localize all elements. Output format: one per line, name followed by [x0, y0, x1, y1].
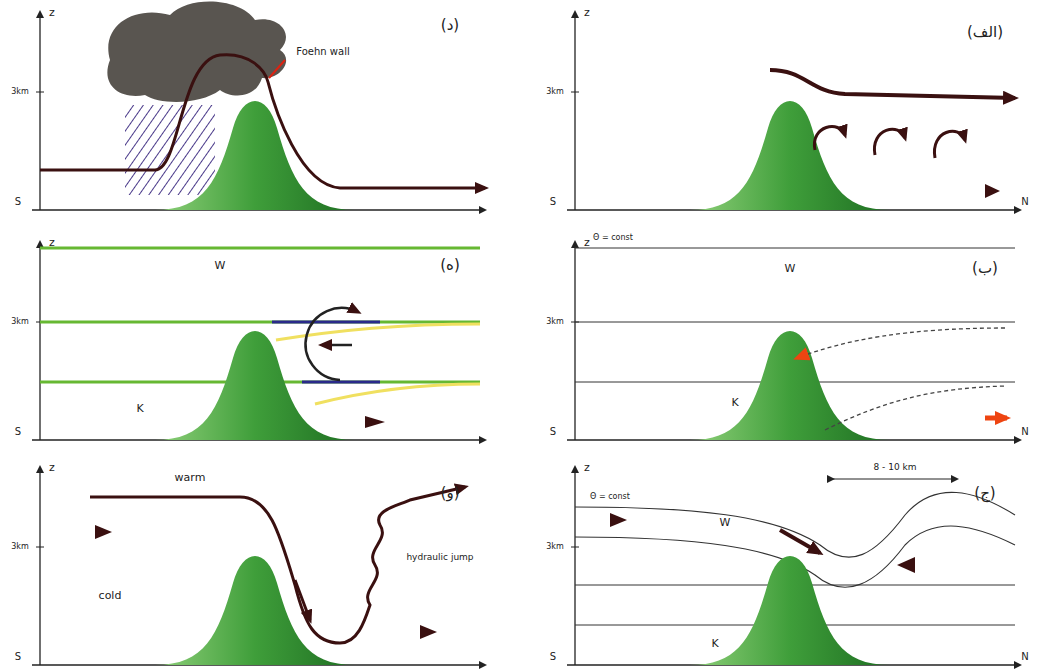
height-tick: 3km — [546, 318, 564, 326]
layer-label: K — [711, 638, 718, 649]
axis-label: S — [15, 197, 21, 207]
layer-label: K — [731, 397, 738, 408]
height-tick: 3km — [11, 88, 29, 96]
axis-label: z — [584, 462, 590, 473]
panel-letter: (الف) — [967, 25, 1003, 40]
axis-label: z — [49, 237, 55, 248]
axis-label: S — [550, 652, 556, 662]
panel-letter: (و) — [441, 486, 460, 501]
air-mass-label: warm — [175, 472, 206, 483]
height-tick: 3km — [11, 318, 29, 326]
dimension-label: 8 - 10 km — [874, 463, 917, 472]
layer-label: W — [215, 260, 226, 271]
height-tick: 3km — [546, 88, 564, 96]
axis-label: z — [49, 7, 55, 18]
panel-letter: (ه) — [440, 258, 460, 273]
axis-label: N — [1021, 652, 1028, 662]
height-tick: 3km — [11, 543, 29, 551]
air-mass-label: cold — [99, 590, 122, 601]
feature-label: hydraulic jump — [406, 553, 473, 562]
axis-label: S — [15, 427, 21, 437]
axis-label: S — [550, 427, 556, 437]
height-tick: 3km — [546, 543, 564, 551]
axis-label: S — [550, 197, 556, 207]
panel-letter: (ب) — [972, 261, 998, 276]
axis-label: S — [15, 652, 21, 662]
isentrope-label: Θ = const — [593, 234, 633, 242]
axis-label: z — [584, 7, 590, 18]
axis-label: N — [1021, 427, 1028, 437]
panel-letter: (د) — [441, 18, 459, 33]
axis-label: z — [49, 462, 55, 473]
axis-label: N — [1021, 197, 1028, 207]
panel-letter: (ج) — [974, 486, 995, 501]
isentrope-label: Θ = const — [590, 493, 630, 501]
layer-label: K — [136, 403, 143, 414]
layer-label: W — [720, 517, 731, 528]
feature-label: Foehn wall — [296, 47, 349, 57]
axis-label: z — [584, 237, 590, 248]
layer-label: W — [785, 263, 796, 274]
